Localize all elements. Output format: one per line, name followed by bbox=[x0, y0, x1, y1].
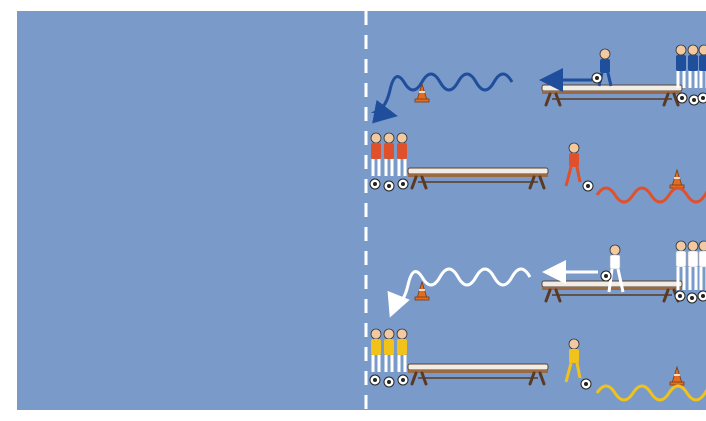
dribble-path-red bbox=[595, 186, 706, 204]
player-icon bbox=[597, 48, 613, 87]
ball-icon bbox=[580, 378, 592, 390]
player-icon bbox=[564, 142, 582, 187]
player-line-red bbox=[369, 132, 409, 192]
dribble-path-white bbox=[387, 267, 532, 318]
drill-yellow bbox=[369, 328, 706, 402]
dribble-path-yellow bbox=[595, 384, 706, 402]
player-icon bbox=[607, 244, 625, 293]
player-icon bbox=[564, 338, 582, 383]
dribble-path-blue bbox=[370, 72, 514, 124]
player-line-yellow bbox=[369, 328, 409, 388]
ball-icon bbox=[600, 270, 612, 282]
ball-icon bbox=[582, 180, 594, 192]
player-line-white bbox=[674, 240, 706, 304]
drill-red bbox=[369, 132, 706, 204]
drill-blue bbox=[370, 44, 706, 124]
player-line-blue bbox=[675, 44, 706, 106]
ball-icon bbox=[591, 72, 603, 84]
pitch bbox=[17, 11, 706, 410]
drill-white bbox=[387, 240, 706, 318]
